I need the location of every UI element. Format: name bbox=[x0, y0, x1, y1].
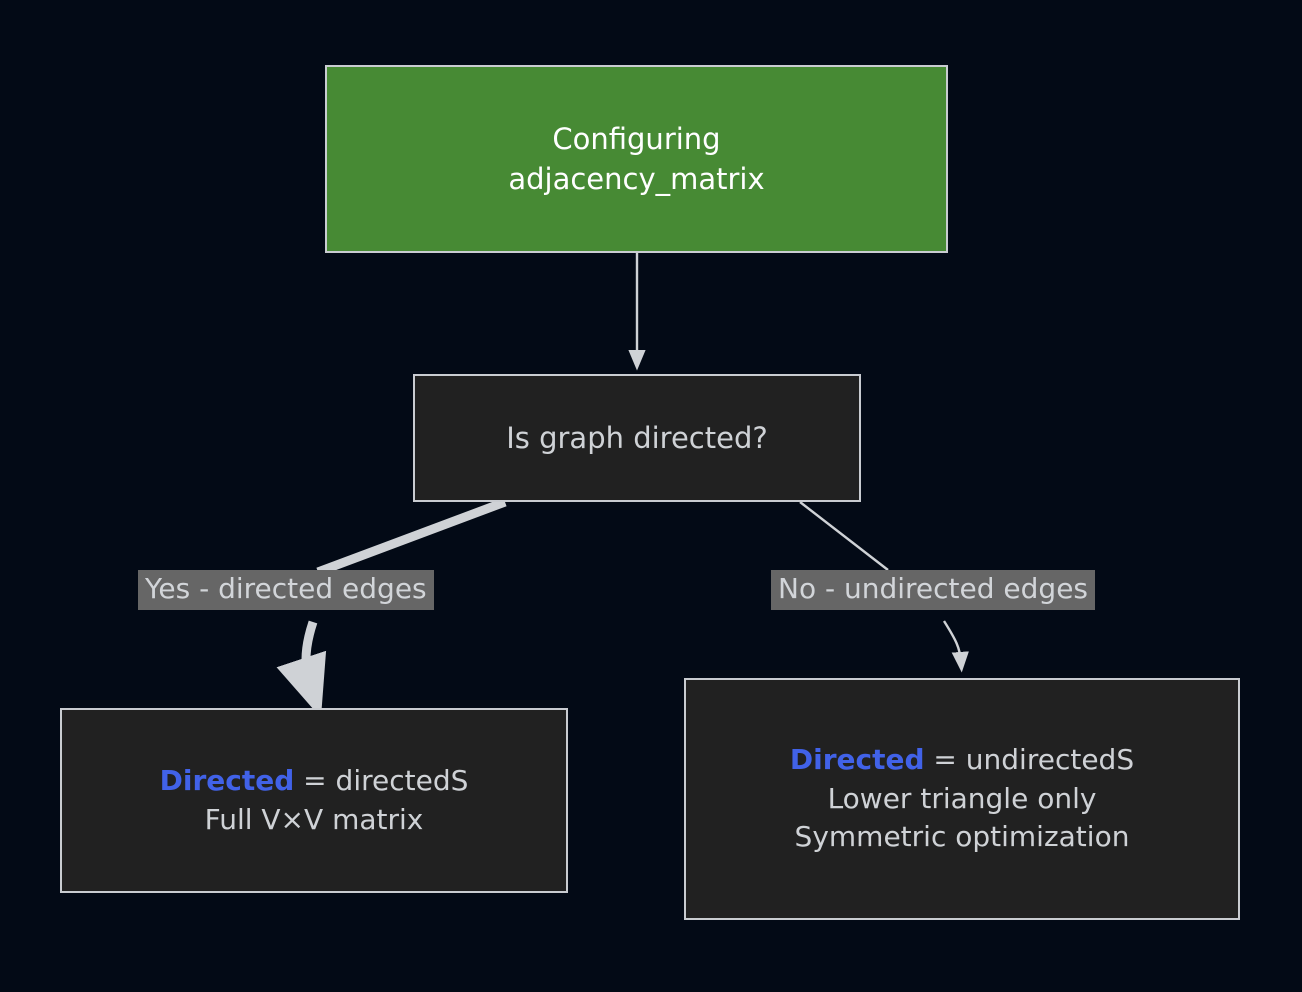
node-is-graph-directed[interactable]: Is graph directed? bbox=[413, 374, 861, 502]
undirected-value: = undirectedS bbox=[924, 743, 1135, 777]
connector-decision-to-directed-upper bbox=[316, 497, 507, 577]
undirected-keyword: Directed bbox=[789, 743, 925, 777]
directed-keyword: Directed bbox=[159, 763, 295, 797]
decision-node-question: Is graph directed? bbox=[506, 420, 768, 455]
start-node-line-2: adjacency_matrix bbox=[508, 162, 765, 196]
directed-outcome-assignment: Directed = directedS bbox=[160, 762, 469, 801]
node-directed-outcome[interactable]: Directed = directedS Full V×V matrix bbox=[60, 708, 568, 893]
undirected-outcome-detail-2: Symmetric optimization bbox=[794, 820, 1130, 854]
undirected-outcome-assignment: Directed = undirectedS bbox=[790, 741, 1134, 780]
connector-decision-to-directed-lower bbox=[276, 620, 327, 718]
start-node-line-1: Configuring bbox=[552, 121, 721, 156]
connector-decision-to-undirected-upper bbox=[799, 501, 889, 571]
undirected-outcome-detail-1: Lower triangle only bbox=[827, 781, 1097, 815]
directed-value: = directedS bbox=[294, 763, 469, 797]
edge-label-no-undirected-edges: No - undirected edges bbox=[771, 570, 1096, 611]
edge-label-yes-directed-edges: Yes - directed edges bbox=[138, 570, 434, 611]
directed-outcome-detail-1: Full V×V matrix bbox=[204, 802, 424, 836]
node-configuring-adjacency-matrix[interactable]: Configuring adjacency_matrix bbox=[325, 65, 948, 253]
node-undirected-outcome[interactable]: Directed = undirectedS Lower triangle on… bbox=[684, 678, 1240, 920]
connector-decision-to-undirected-lower bbox=[942, 620, 969, 673]
